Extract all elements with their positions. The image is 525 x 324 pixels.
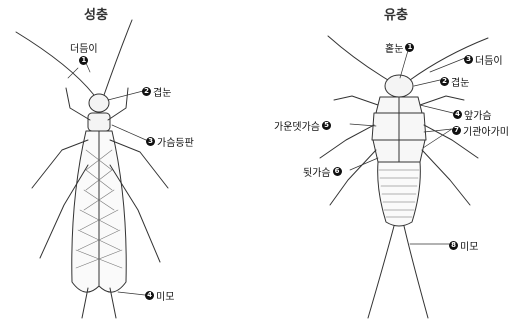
- adult-right-antenna: [104, 20, 132, 95]
- larva-label-cercus: 8 미모: [449, 238, 478, 253]
- larva-label-antenna-text: 더듬이: [475, 52, 503, 67]
- adult-label-antenna-number: 1: [79, 56, 88, 65]
- adult-head: [89, 94, 109, 112]
- larva-label-prothorax-number: 4: [453, 110, 462, 119]
- larva-label-metathorax-number: 6: [333, 167, 342, 176]
- larva-label-metathorax: 뒷가슴 6: [303, 164, 342, 179]
- adult-left-cercus: [82, 288, 88, 318]
- adult-label-compound-eye: 2 겹눈: [142, 84, 171, 99]
- larva-label-cercus-text: 미모: [460, 238, 478, 253]
- larva-label-ocellus-text: 홑눈: [385, 40, 403, 55]
- larva-label-tracheal-gill-text: 기관아가미: [463, 123, 509, 138]
- larva-label-ocellus-number: 1: [405, 43, 414, 52]
- larva-label-tracheal-gill-number: 7: [452, 126, 461, 135]
- adult-label-compound-eye-text: 겹눈: [153, 84, 171, 99]
- larva-label-prothorax: 4 앞가슴: [453, 107, 492, 122]
- larva-label-compound-eye-text: 겹눈: [451, 74, 469, 89]
- larva-head: [385, 75, 413, 97]
- larva-label-antenna-number: 3: [464, 55, 473, 64]
- larva-label-cercus-number: 8: [449, 241, 458, 250]
- larva-label-prothorax-text: 앞가슴: [464, 107, 492, 122]
- adult-label-cercus: 4 미모: [145, 288, 174, 303]
- larva-label-compound-eye: 2 겹눈: [440, 74, 469, 89]
- larva-label-tracheal-gill: 7 기관아가미: [452, 123, 509, 138]
- adult-label-pronotum-text: 가슴등판: [157, 134, 194, 149]
- larva-right-cercus: [404, 226, 428, 318]
- adult-label-antenna: 더듬이 1: [70, 40, 98, 65]
- adult-label-cercus-number: 4: [145, 291, 154, 300]
- adult-label-antenna-text: 더듬이: [70, 40, 98, 55]
- larva-title: 유충: [384, 4, 408, 23]
- larva-label-metathorax-text: 뒷가슴: [303, 164, 331, 179]
- adult-label-compound-eye-number: 2: [142, 87, 151, 96]
- adult-pronotum: [88, 113, 110, 131]
- adult-label-pronotum-number: 3: [146, 137, 155, 146]
- larva-label-mesothorax: 가운뎃가슴 5: [274, 118, 331, 133]
- larva-left-antenna: [328, 36, 388, 80]
- larva-label-compound-eye-number: 2: [440, 77, 449, 86]
- adult-label-cercus-text: 미모: [156, 288, 174, 303]
- larva-label-ocellus: 홑눈 1: [385, 40, 414, 55]
- larva-label-mesothorax-text: 가운뎃가슴: [274, 118, 320, 133]
- adult-title: 성충: [84, 4, 108, 23]
- larva-label-mesothorax-number: 5: [322, 121, 331, 130]
- larva-label-antenna: 3 더듬이: [464, 52, 503, 67]
- larva-left-cercus: [368, 226, 394, 318]
- adult-label-pronotum: 3 가슴등판: [146, 134, 194, 149]
- adult-right-cercus: [110, 288, 116, 318]
